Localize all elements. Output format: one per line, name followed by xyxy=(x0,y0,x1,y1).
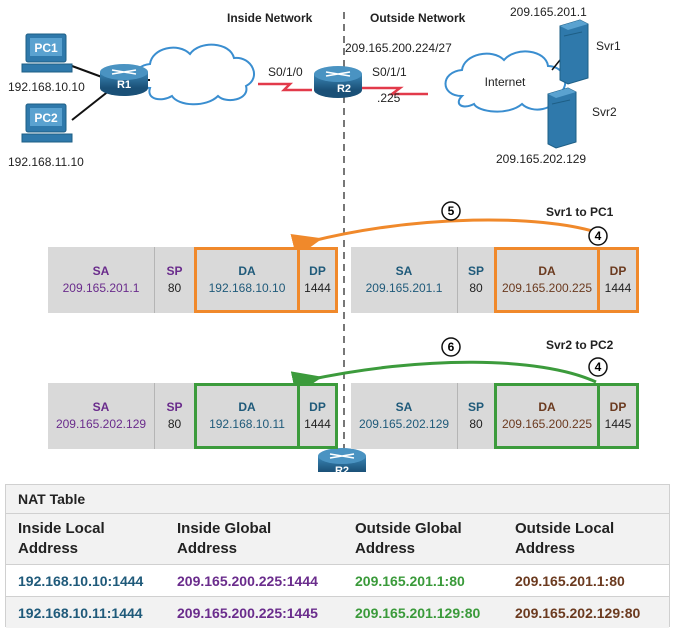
serial-link-right xyxy=(362,86,428,96)
r2-host-label: .225 xyxy=(377,91,401,105)
pc2-label: PC2 xyxy=(34,111,58,125)
flow2-right-sp: SP 80 xyxy=(457,383,494,449)
r1-router-icon: R1 xyxy=(100,64,148,96)
flow2-arrow xyxy=(290,360,597,395)
r2-router-icon: R2 xyxy=(314,66,362,98)
pc1-icon: PC1 xyxy=(21,33,73,73)
svg-text:4: 4 xyxy=(595,229,602,243)
svr2-label: Svr2 xyxy=(592,105,617,119)
flow2-right-da: DA 209.165.200.225 xyxy=(494,383,600,449)
flow1-right-dp: DP 1444 xyxy=(597,247,639,313)
row2-outside-global: 209.165.201.129:80 xyxy=(355,604,481,621)
network-diagram: Inside Network Outside Network S0/1/0 S0… xyxy=(8,5,621,472)
r1-interface-label: S0/1/0 xyxy=(268,65,303,79)
serial-link-left xyxy=(258,82,312,92)
flow1-right-sp: SP 80 xyxy=(457,247,494,313)
bottom-r2-router-icon: R2 xyxy=(318,448,366,472)
svr1-label: Svr1 xyxy=(596,39,621,53)
bottom-r2-label: R2 xyxy=(335,465,349,472)
r1-label: R1 xyxy=(117,79,131,91)
flow2-right-sa: SA 209.165.202.129 xyxy=(351,383,457,449)
flow2-packet-row: SA 209.165.202.129 SP 80 DA 192.168.10.1… xyxy=(48,383,640,449)
r2-interface-label: S0/1/1 xyxy=(372,65,407,79)
flow1-left-sa: SA 209.165.201.1 xyxy=(48,247,154,313)
pc2-icon: PC2 xyxy=(21,103,73,143)
outside-network-label: Outside Network xyxy=(370,11,466,25)
flow1-step4-badge: 4 xyxy=(588,226,608,246)
row2-inside-local: 192.168.10.11:1444 xyxy=(18,604,143,621)
nat-table-row: 192.168.10.11:1444 209.165.200.225:1445 … xyxy=(6,596,669,628)
flow2-step6-badge: 6 xyxy=(441,337,461,357)
svr2-ip: 209.165.202.129 xyxy=(496,152,586,166)
flow2-left-sp: SP 80 xyxy=(154,383,194,449)
r2-label: R2 xyxy=(337,83,351,95)
flow1-left-sp: SP 80 xyxy=(154,247,194,313)
row1-outside-local: 209.165.201.1:80 xyxy=(515,572,625,589)
row2-inside-global: 209.165.200.225:1445 xyxy=(177,604,318,621)
flow1-left-dp: DP 1444 xyxy=(297,247,338,313)
inside-network-label: Inside Network xyxy=(227,11,313,25)
pc2-ip: 192.168.11.10 xyxy=(8,155,84,169)
flow2-step4-badge: 4 xyxy=(588,357,608,377)
flow2-left-da: DA 192.168.10.11 xyxy=(194,383,300,449)
pc2-link xyxy=(71,89,111,121)
flow1-title: Svr1 to PC1 xyxy=(546,205,614,219)
subnet-label: 209.165.200.224/27 xyxy=(345,41,452,55)
svg-text:6: 6 xyxy=(448,340,455,354)
pc1-ip: 192.168.10.10 xyxy=(8,80,85,94)
svg-text:4: 4 xyxy=(595,360,602,374)
flow1-step5-badge: 5 xyxy=(441,201,461,221)
svr1-ip: 209.165.201.1 xyxy=(510,5,587,19)
flow1-packet-row: SA 209.165.201.1 SP 80 DA 192.168.10.10 … xyxy=(48,247,640,313)
flow2-right-dp: DP 1445 xyxy=(597,383,639,449)
inside-cloud xyxy=(134,43,255,106)
flow2-left-dp: DP 1444 xyxy=(297,383,338,449)
pc1-label: PC1 xyxy=(34,41,58,55)
flow1-arrow xyxy=(290,218,597,258)
internet-label: Internet xyxy=(485,75,526,89)
flow1-right-da: DA 209.165.200.225 xyxy=(494,247,600,313)
row2-outside-local: 209.165.202.129:80 xyxy=(515,604,641,621)
row1-outside-global: 209.165.201.1:80 xyxy=(355,572,465,589)
svg-text:5: 5 xyxy=(448,204,455,218)
flow2-title: Svr2 to PC2 xyxy=(546,338,614,352)
nat-table-row: 192.168.10.10:1444 209.165.200.225:1444 … xyxy=(6,565,669,596)
row1-inside-global: 209.165.200.225:1444 xyxy=(177,572,318,589)
svr2-server-icon xyxy=(547,87,577,149)
flow1-left-da: DA 192.168.10.10 xyxy=(194,247,300,313)
flow1-right-sa: SA 209.165.201.1 xyxy=(351,247,457,313)
row1-inside-local: 192.168.10.10:1444 xyxy=(18,572,144,589)
nat-table-title: NAT Table xyxy=(6,485,669,514)
internet-cloud: Internet xyxy=(444,50,567,113)
svr1-server-icon xyxy=(559,19,589,85)
flow2-left-sa: SA 209.165.202.129 xyxy=(48,383,154,449)
